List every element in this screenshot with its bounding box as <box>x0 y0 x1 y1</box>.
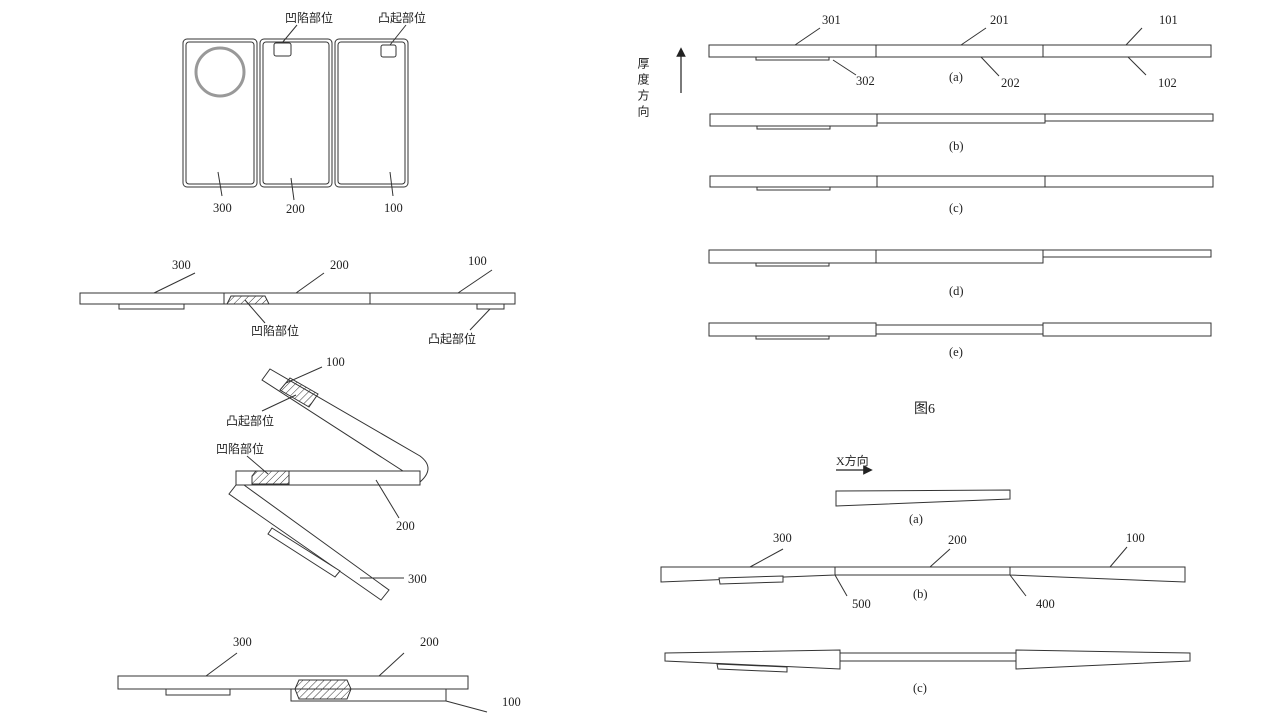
fig6-caption-b: (b) <box>949 139 964 153</box>
fig7c-panel-100 <box>1015 649 1191 670</box>
fig7c-panel-300 <box>664 649 841 670</box>
flat-label-100: 100 <box>468 254 487 268</box>
fig7-label-200: 200 <box>948 533 967 547</box>
top-label-100: 100 <box>384 201 403 215</box>
fig7-label-500: 500 <box>852 597 871 611</box>
fig7-row-b: 300 200 100 500 400 (b) <box>660 531 1186 611</box>
fig6-caption-c: (c) <box>949 201 963 215</box>
closed-label-200: 200 <box>420 635 439 649</box>
fig7-label-300: 300 <box>773 531 792 545</box>
closed-view: 300 200 100 <box>117 635 521 713</box>
convex-bump <box>380 44 397 58</box>
fold-label-200: 200 <box>396 519 415 533</box>
camera-ring <box>194 46 246 98</box>
fold-panel-300 <box>228 484 390 601</box>
fig7-wedge <box>835 489 1011 507</box>
fold-label-300: 300 <box>408 572 427 586</box>
closed-hatch <box>294 679 352 700</box>
fig6-caption-e: (e) <box>949 345 963 359</box>
fig6-label-101: 101 <box>1159 13 1178 27</box>
closed-label-100: 100 <box>502 695 521 709</box>
fig6-label-201: 201 <box>990 13 1009 27</box>
fig6-label-302: 302 <box>856 74 875 88</box>
x-direction-label: X方向 <box>836 453 869 468</box>
thickness-axis-label: 厚度方向 <box>636 57 650 121</box>
panel-200 <box>259 38 333 188</box>
fig6-label-202: 202 <box>1001 76 1020 90</box>
flat-panel-100 <box>369 292 516 305</box>
top-label-300: 300 <box>213 201 232 215</box>
fig6-caption-a: (a) <box>949 70 963 84</box>
fig6-label-301: 301 <box>822 13 841 27</box>
fig7-caption-b: (b) <box>913 587 928 601</box>
flat-side-view: 300 200 100 凹陷部位 凸起部位 <box>79 254 516 346</box>
fig7b-panel-100 <box>1009 566 1186 583</box>
convex-label: 凸起部位 <box>378 10 426 25</box>
fig6-row-c: (c) <box>709 175 1214 215</box>
fig7-row-c: (c) <box>664 649 1191 695</box>
concave-slot <box>273 42 292 57</box>
folding-view: 100 凸起部位 凹陷部位 200 300 <box>216 355 429 601</box>
fold-label-100: 100 <box>326 355 345 369</box>
fig7: X方向 (a) 300 200 100 500 400 (b) <box>660 453 1191 695</box>
fold-concave-hatch <box>251 470 290 485</box>
fig7b-panel-200 <box>834 566 1011 576</box>
closed-label-300: 300 <box>233 635 252 649</box>
fold-concave-label: 凹陷部位 <box>216 441 264 456</box>
fig6-label-102: 102 <box>1158 76 1177 90</box>
fig6-caption-d: (d) <box>949 284 964 298</box>
fig6-row-d: (d) <box>708 249 1212 298</box>
fig6-row-e: (e) <box>708 322 1212 359</box>
top-view-device: 凹陷部位 凸起部位 300 200 100 <box>182 10 426 216</box>
flat-concave-label: 凹陷部位 <box>251 323 299 338</box>
fold-convex-hatch <box>279 377 319 408</box>
panel-300 <box>182 38 258 188</box>
closed-panel-300-200 <box>117 675 469 690</box>
fig7-label-400: 400 <box>1036 597 1055 611</box>
top-label-200: 200 <box>286 202 305 216</box>
fig7c-panel-200 <box>839 652 1017 662</box>
fig6: 厚度方向 301 201 101 302 202 102 (a) <box>636 13 1214 417</box>
concave-label: 凹陷部位 <box>285 10 333 25</box>
flat-concave-hatch <box>226 295 270 305</box>
fig7-caption-a: (a) <box>909 512 923 526</box>
fig6-row-b: (b) <box>709 113 1214 153</box>
fig6-row-a: 301 201 101 302 202 102 (a) <box>708 13 1212 90</box>
fig7-label-100: 100 <box>1126 531 1145 545</box>
fold-convex-label: 凸起部位 <box>226 413 274 428</box>
fig6-title: 图6 <box>914 402 935 417</box>
flat-panel-300 <box>79 292 225 305</box>
flat-label-300: 300 <box>172 258 191 272</box>
fig7-caption-c: (c) <box>913 681 927 695</box>
flat-convex-label: 凸起部位 <box>428 331 476 346</box>
panel-100 <box>334 38 409 188</box>
flat-label-200: 200 <box>330 258 349 272</box>
